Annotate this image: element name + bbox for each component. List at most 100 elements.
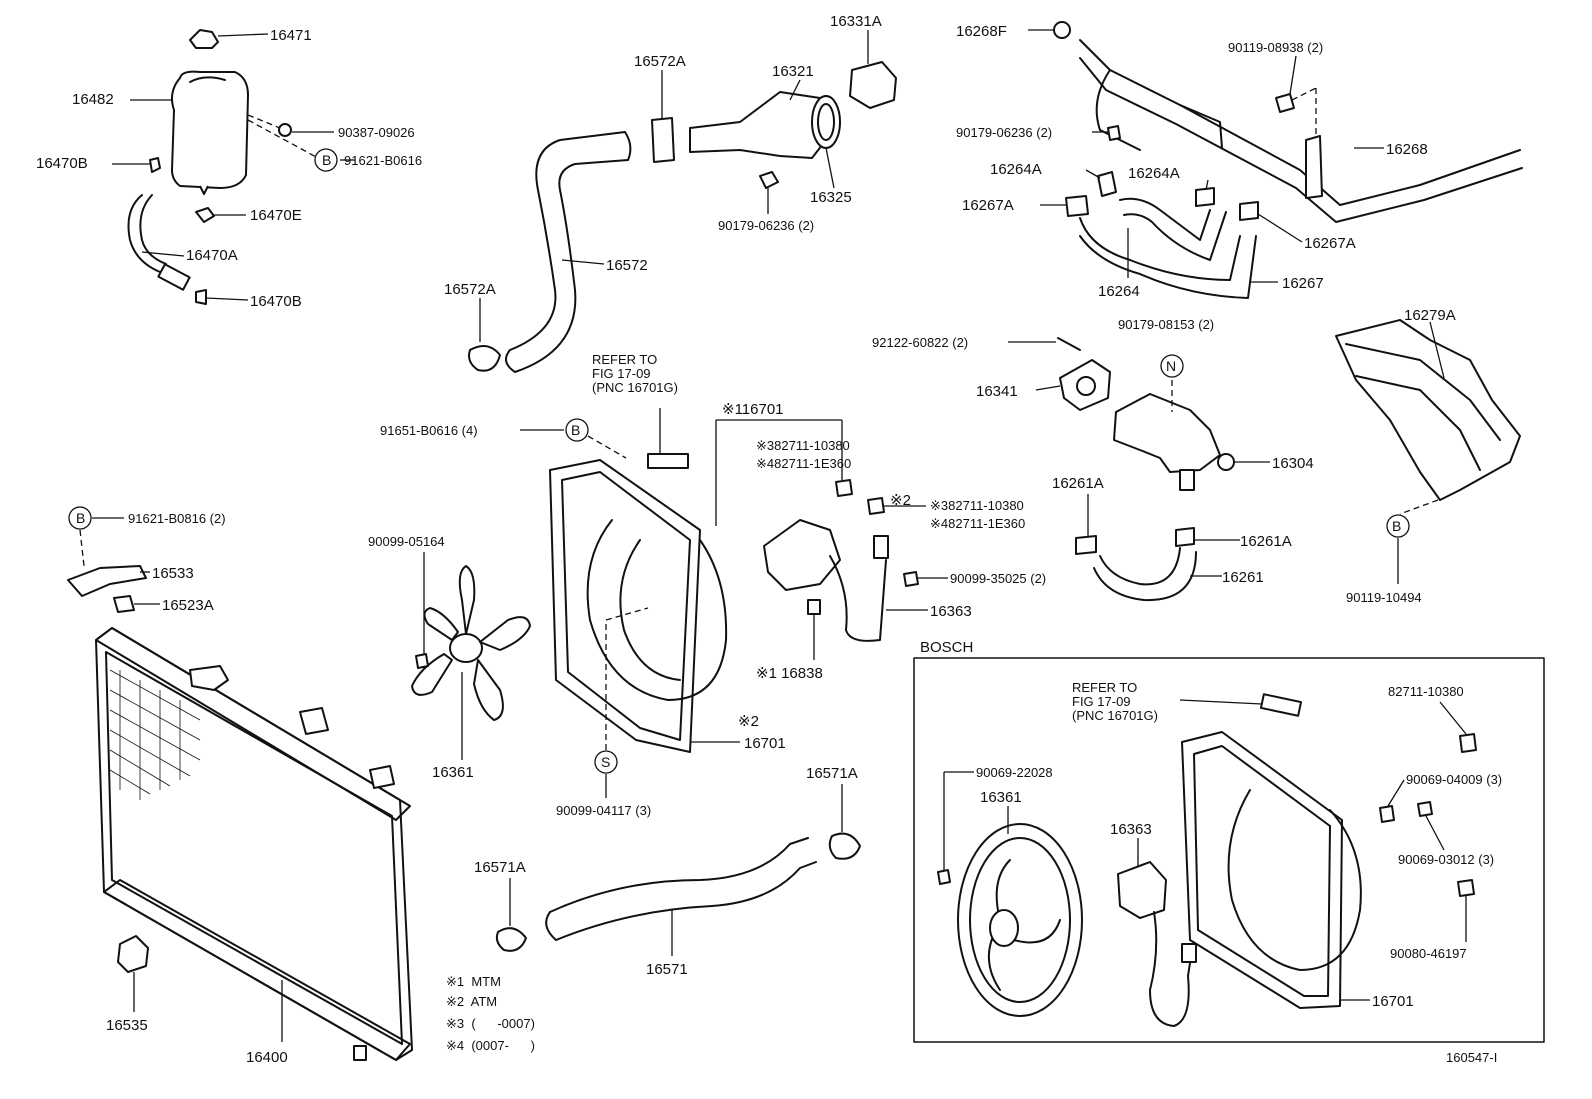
label-b90069-22028: 90069-22028	[976, 765, 1053, 780]
label-16838: ※1 16838	[756, 665, 823, 682]
thermostat-gasket-inner	[817, 103, 835, 141]
reservoir-tank	[171, 70, 249, 189]
bosch-fan-16361	[957, 823, 1083, 1017]
label-16341: 16341	[976, 383, 1018, 400]
label-16268: 16268	[1386, 141, 1428, 158]
leader-16341	[1035, 385, 1061, 391]
leader-90119-08938	[1289, 55, 1297, 95]
bosch-motor-wire	[1149, 911, 1193, 1027]
note-mtm: ※1 MTM	[446, 974, 501, 989]
inlet-stub	[1179, 469, 1195, 491]
label-16264a-a: 16264A	[990, 161, 1042, 178]
fan-shroud-frame-inner	[561, 471, 691, 741]
water-pipe-branch-2	[1179, 104, 1223, 149]
reservoir-tank-group	[112, 29, 355, 305]
upper-radiator-hose-inner	[514, 159, 629, 373]
clip-90099-35025	[903, 571, 919, 587]
marker-b-shield	[1386, 514, 1410, 538]
clamp-16264a-b	[1195, 187, 1215, 207]
label-16470b-bot: 16470B	[250, 293, 302, 310]
refer-main-line2: FIG 17-09	[592, 366, 651, 381]
shroud-dashed-line	[587, 435, 627, 459]
label-16261a-a: 16261A	[1052, 475, 1104, 492]
label-90387-09026: 90387-09026	[338, 125, 415, 140]
fan-shroud-ring-inner	[619, 539, 681, 681]
bolt-dashed-line-s-2	[605, 607, 649, 621]
overflow-hose-inner	[139, 194, 167, 265]
grommet-dashed-line	[247, 114, 281, 129]
bosch-nut-90069-04009	[1379, 805, 1395, 823]
heat-shield-ridge-2	[1355, 375, 1481, 471]
refer-bosch-line1: REFER TO	[1072, 680, 1137, 695]
hose-clamp-bottom	[468, 345, 501, 372]
note-before-0007: ※3 ( -0007)	[446, 1016, 535, 1031]
main-fan-shroud-group	[411, 408, 948, 798]
bosch-fan-blade-b	[1013, 919, 1061, 944]
radiator-fin-hatch	[109, 669, 201, 800]
clamp-16267a-a	[1065, 195, 1089, 217]
label-16571a-bot: 16571A	[474, 859, 526, 876]
lower-radiator-hose-inner	[555, 861, 817, 941]
radiator-drain-stub	[353, 1045, 367, 1061]
clamp-16264a-a	[1097, 171, 1117, 197]
bosch-nut-90069-22028	[937, 869, 951, 885]
label-16482: 16482	[72, 91, 114, 108]
leader-16267a-b	[1257, 213, 1303, 243]
radiator-16400	[95, 627, 413, 1061]
refer-main-line3: (PNC 16701G)	[592, 380, 678, 395]
water-outlet-16321	[689, 91, 827, 159]
refer-main-line1: REFER TO	[592, 352, 657, 367]
marker-n-label: N	[1166, 358, 1176, 374]
hose-16264-inner	[1123, 211, 1227, 261]
part-number-labels: 16471 16482 90387-09026 B 91621-B0616 16…	[36, 13, 1502, 1066]
label-16261: 16261	[1222, 569, 1264, 586]
hose-end-top	[624, 131, 632, 161]
motor-wire-main	[829, 555, 887, 642]
hose-16267	[1079, 217, 1241, 281]
label-16331a: 16331A	[830, 13, 882, 30]
bosch-clip-82711	[1459, 733, 1477, 753]
bosch-fan-ring	[969, 837, 1071, 1003]
leader-16470b-bot	[205, 297, 249, 301]
stud-bolt-92122	[1057, 337, 1081, 351]
label-16571: 16571	[646, 961, 688, 978]
label-16279a: 16279A	[1404, 307, 1456, 324]
label-16533: 16533	[152, 565, 194, 582]
reservoir-cap-ring	[189, 76, 226, 83]
overflow-hose-end	[157, 263, 191, 291]
leader-b82711	[1439, 701, 1467, 735]
fan-shroud-ring	[586, 519, 728, 701]
bosch-motor-16363	[1117, 861, 1167, 919]
label-16261a-b: 16261A	[1240, 533, 1292, 550]
label-16268f: 16268F	[956, 23, 1007, 40]
marker-b-radiator	[68, 506, 92, 530]
label-16325: 16325	[810, 189, 852, 206]
label-91621-b0816: 91621-B0816 (2)	[128, 511, 226, 526]
label-16264: 16264	[1098, 283, 1140, 300]
leader-16471	[217, 33, 269, 37]
bosch-frame	[913, 657, 1545, 1043]
inlet-hose-16261-inner	[1093, 551, 1197, 602]
label-16701-star2: ※2	[738, 713, 759, 730]
marker-s-label: S	[601, 754, 610, 770]
leader-16321	[789, 79, 801, 101]
resistor-16838	[807, 599, 821, 615]
label-16361-main: 16361	[432, 764, 474, 781]
water-inlet-group	[1008, 319, 1521, 602]
leader-16325	[825, 147, 835, 189]
inlet-hose-16261	[1099, 547, 1181, 586]
label-b90069-03012: 90069-03012 (3)	[1398, 852, 1494, 867]
reservoir-grommet	[278, 123, 292, 137]
bolt-dashed-line-pipe	[1291, 87, 1317, 101]
hose-clamp-top	[651, 117, 675, 163]
label-92122-60822: 92122-60822 (2)	[872, 335, 968, 350]
label-90119-08938: 90119-08938 (2)	[1228, 40, 1323, 55]
label-16523a: 16523A	[162, 597, 214, 614]
label-16470e: 16470E	[250, 207, 302, 224]
marker-s	[594, 750, 618, 774]
water-pipe-branch	[1095, 69, 1141, 151]
marker-b-label-reservoir: B	[322, 152, 331, 168]
label-b90069-04009: 90069-04009 (3)	[1406, 772, 1502, 787]
bosch-shroud-16701	[1181, 731, 1343, 1009]
fan-blade-1	[458, 565, 476, 635]
